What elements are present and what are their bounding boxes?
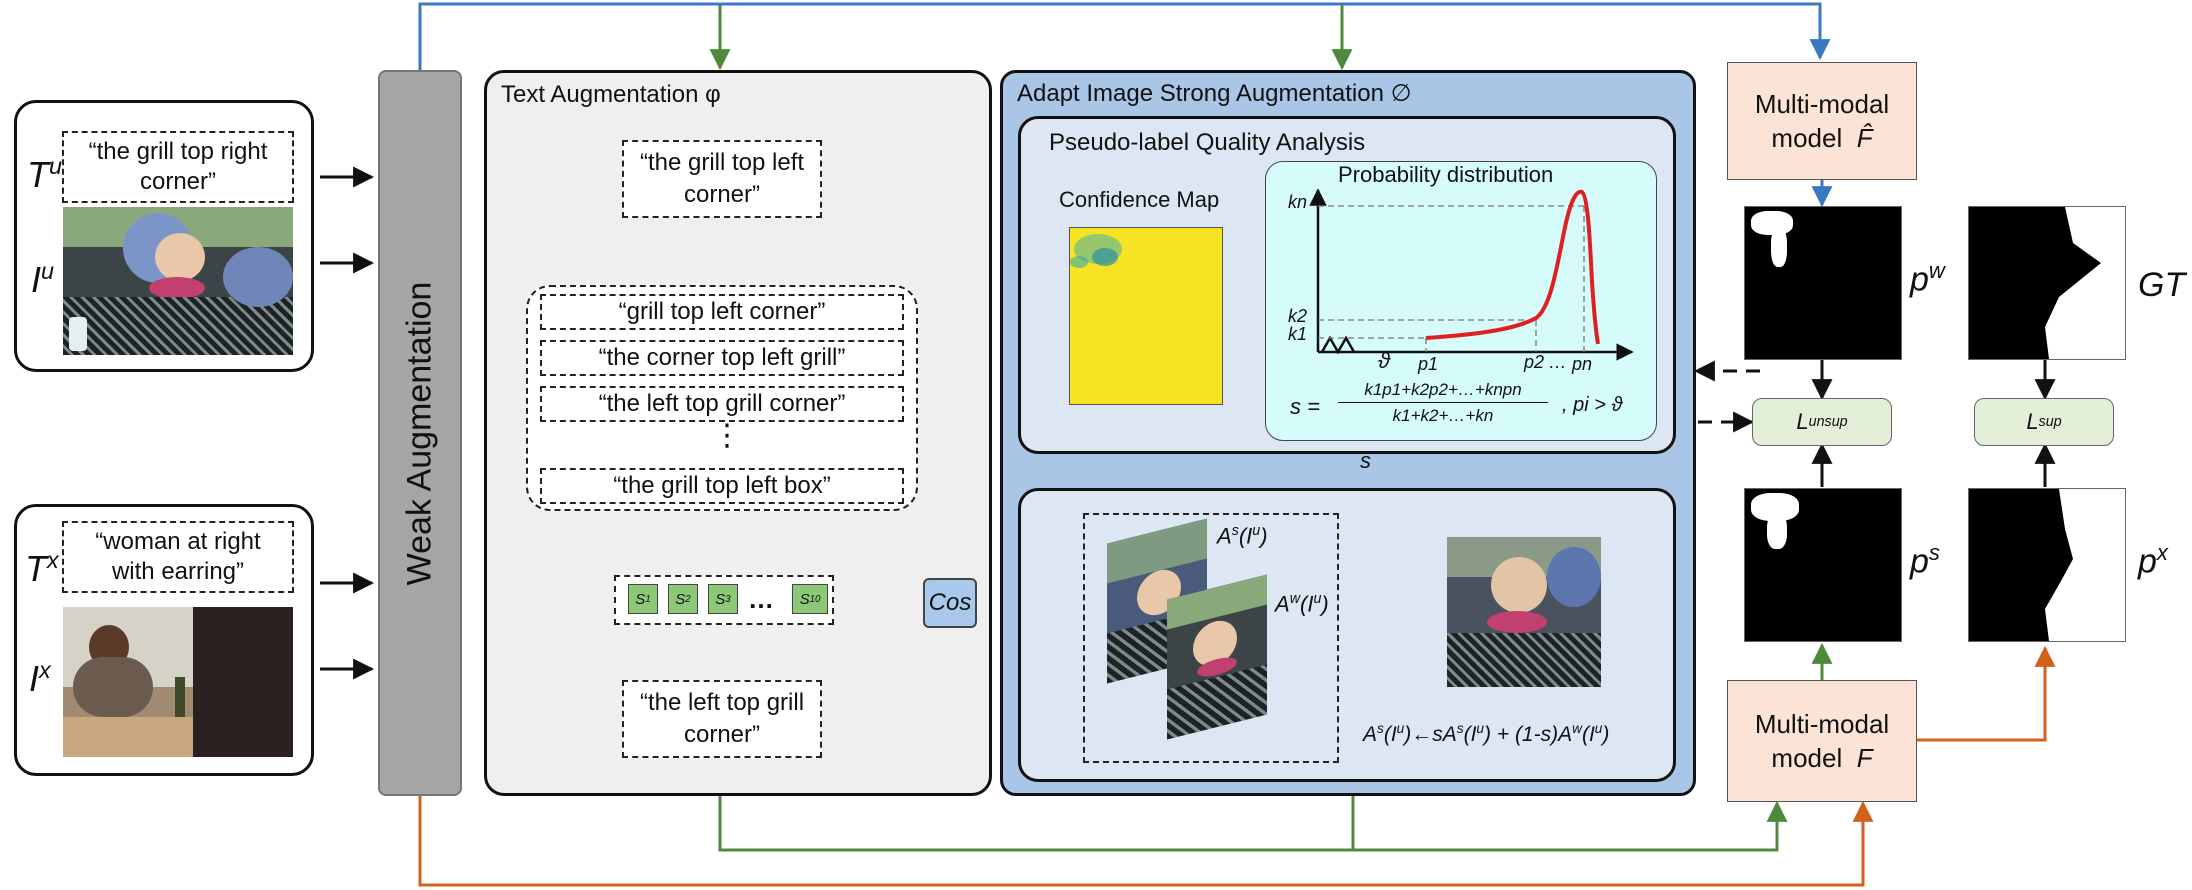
image-augmentation-title: Adapt Image Strong Augmentation ∅: [1017, 80, 1412, 107]
mixed-augmented-image: [1447, 537, 1601, 687]
variant-item: “the left top grill corner”: [540, 386, 904, 422]
gt-shape: [2045, 207, 2125, 359]
prediction-labeled-mask: [1968, 488, 2126, 642]
labeled-image: [63, 607, 293, 757]
mix-formula: As(Iu)←sAs(Iu) + (1-s)Aw(Iu): [1363, 721, 1610, 746]
confidence-map-label: Confidence Map: [1059, 187, 1220, 212]
original-expression: “the grill top left corner”: [622, 140, 822, 218]
blue-top-line: [418, 2, 1831, 70]
p1-label: p1: [1418, 354, 1439, 374]
unlabeled-image: [63, 207, 293, 355]
unlabeled-query-text: “the grill top right corner”: [62, 131, 294, 203]
kn-label: kn: [1288, 192, 1308, 212]
cosine-similarity-block: Cos: [923, 578, 977, 628]
labeled-input-panel: Tx “woman at right with earring” Ix: [14, 504, 314, 776]
variant-item: “the grill top left box”: [540, 468, 904, 504]
variant-item: “the corner top left grill”: [540, 340, 904, 376]
text-augmentation-title: Text Augmentation φ: [501, 81, 721, 108]
formula-lhs: s =: [1290, 394, 1320, 419]
formula-denominator: k1+k2+…+kn: [1392, 406, 1494, 425]
unlabeled-input-panel: Tu “the grill top right corner” Iu: [14, 100, 314, 372]
text-x-symbol: Tx: [25, 547, 59, 589]
weak-augmented-image: [1167, 574, 1267, 740]
green-bottom-line: [718, 795, 1788, 852]
mix-augmentation-panel: As(Iu) Aw(Iu) As(Iu)←sAs(Iu) + (1-s)Aw(I…: [1018, 488, 1676, 782]
k2-label: k2: [1288, 306, 1308, 326]
px-shape: [2045, 489, 2125, 641]
px-label: px: [2138, 540, 2168, 581]
augmented-views-group: [1083, 513, 1339, 763]
confidence-map-image: [1069, 227, 1223, 405]
text-u-symbol: Tu: [27, 153, 63, 195]
probability-distribution-panel: Probability distribution kn k2 k1 ϑ p1 p…: [1265, 161, 1657, 441]
k1-label: k1: [1288, 324, 1308, 344]
ps-label: ps: [1910, 540, 1940, 581]
as-label: As(Iu): [1217, 523, 1268, 549]
aw-label: Aw(Iu): [1275, 591, 1329, 617]
scores-ellipsis: …: [748, 584, 774, 614]
formula-condition: , pi > ϑ: [1562, 394, 1623, 416]
pw-label: pw: [1910, 258, 1945, 299]
pn-label: pn: [1572, 354, 1593, 374]
prediction-strong-mask: [1744, 488, 1902, 642]
formula-numerator: k1p1+k2p2+…+knpn: [1338, 380, 1548, 403]
ground-truth-mask: [1968, 206, 2126, 360]
labeled-query-text: “woman at right with earring”: [62, 521, 294, 593]
variant-item: “grill top left corner”: [540, 294, 904, 330]
weak-augmentation-label: Weak Augmentation: [400, 281, 439, 585]
selected-expression: “the left top grill corner”: [622, 680, 822, 758]
orange-bottom-line: [418, 795, 1874, 887]
p-dots-label: …: [1548, 352, 1566, 372]
theta-label: ϑ: [1378, 348, 1391, 373]
image-u-symbol: Iu: [31, 258, 55, 300]
orange-to-px: [1913, 645, 2056, 742]
pseudo-label-quality-panel: Pseudo-label Quality Analysis Confidence…: [1018, 116, 1676, 454]
pseudo-label-weak-mask: [1744, 206, 1902, 360]
s-arrow-label: s: [1360, 448, 1371, 473]
image-x-symbol: Ix: [29, 657, 51, 699]
distribution-plot: [1309, 188, 1634, 361]
probability-distribution-title: Probability distribution: [1338, 162, 1554, 187]
weak-augmentation-block: Weak Augmentation: [378, 70, 462, 796]
variants-ellipsis: ⋮: [712, 419, 742, 452]
gt-label: GT: [2138, 266, 2186, 304]
p2-label: p2: [1524, 352, 1545, 372]
pseudo-label-quality-title: Pseudo-label Quality Analysis: [1049, 129, 1366, 156]
